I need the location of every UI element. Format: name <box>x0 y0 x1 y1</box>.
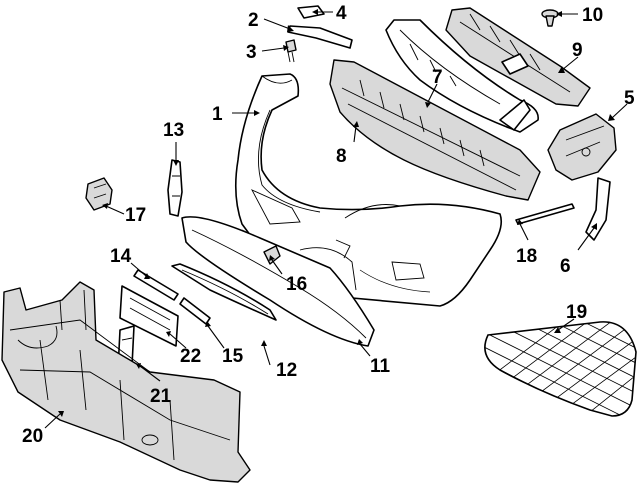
callout-18: 18 <box>516 246 537 267</box>
callout-2: 2 <box>248 10 259 31</box>
callout-3: 3 <box>246 42 257 63</box>
callout-16: 16 <box>286 274 307 295</box>
side-guide-part <box>585 177 611 241</box>
callout-14: 14 <box>110 246 132 267</box>
trim-strip-part <box>515 203 575 225</box>
bumper-cover-part <box>234 73 503 307</box>
callout-7: 7 <box>432 67 443 88</box>
lower-carrier-part <box>1 281 251 483</box>
vertical-bracket-part <box>167 159 183 217</box>
callout-8: 8 <box>336 146 347 167</box>
callout-11: 11 <box>370 356 391 377</box>
callout-labels: 1 2 3 4 5 6 7 8 9 10 11 12 13 14 15 16 1… <box>22 3 635 447</box>
bolt-part <box>285 39 297 63</box>
callout-21: 21 <box>150 386 172 407</box>
callout-19: 19 <box>566 302 587 323</box>
callout-17: 17 <box>125 205 146 226</box>
tab-part <box>179 297 211 325</box>
plate-bracket-part <box>119 285 179 347</box>
callout-22: 22 <box>180 346 201 367</box>
push-clip-part <box>541 9 559 27</box>
callout-4: 4 <box>336 3 347 24</box>
upper-support-part <box>445 7 591 107</box>
callout-12: 12 <box>276 360 297 381</box>
callout-9: 9 <box>572 40 583 61</box>
side-bracket-part <box>547 113 617 181</box>
callout-10: 10 <box>582 5 603 26</box>
lower-valance-part <box>181 216 375 347</box>
leader-lines <box>44 11 628 429</box>
hook-bracket-part <box>263 245 281 265</box>
clip-part <box>297 5 325 19</box>
callout-15: 15 <box>222 346 244 367</box>
lower-strip-part <box>171 263 277 321</box>
grille-mesh-part <box>484 321 637 417</box>
upper-support-arch-part <box>385 19 539 133</box>
callout-1: 1 <box>212 104 223 125</box>
leader-arrowheads <box>58 9 615 417</box>
reinforcement-beam-part <box>329 59 541 201</box>
bracket-strip-part <box>287 25 353 49</box>
sensor-module-part <box>85 177 113 211</box>
callout-13: 13 <box>163 120 184 141</box>
callout-20: 20 <box>22 426 43 447</box>
callout-5: 5 <box>624 88 635 109</box>
callout-6: 6 <box>560 256 571 277</box>
